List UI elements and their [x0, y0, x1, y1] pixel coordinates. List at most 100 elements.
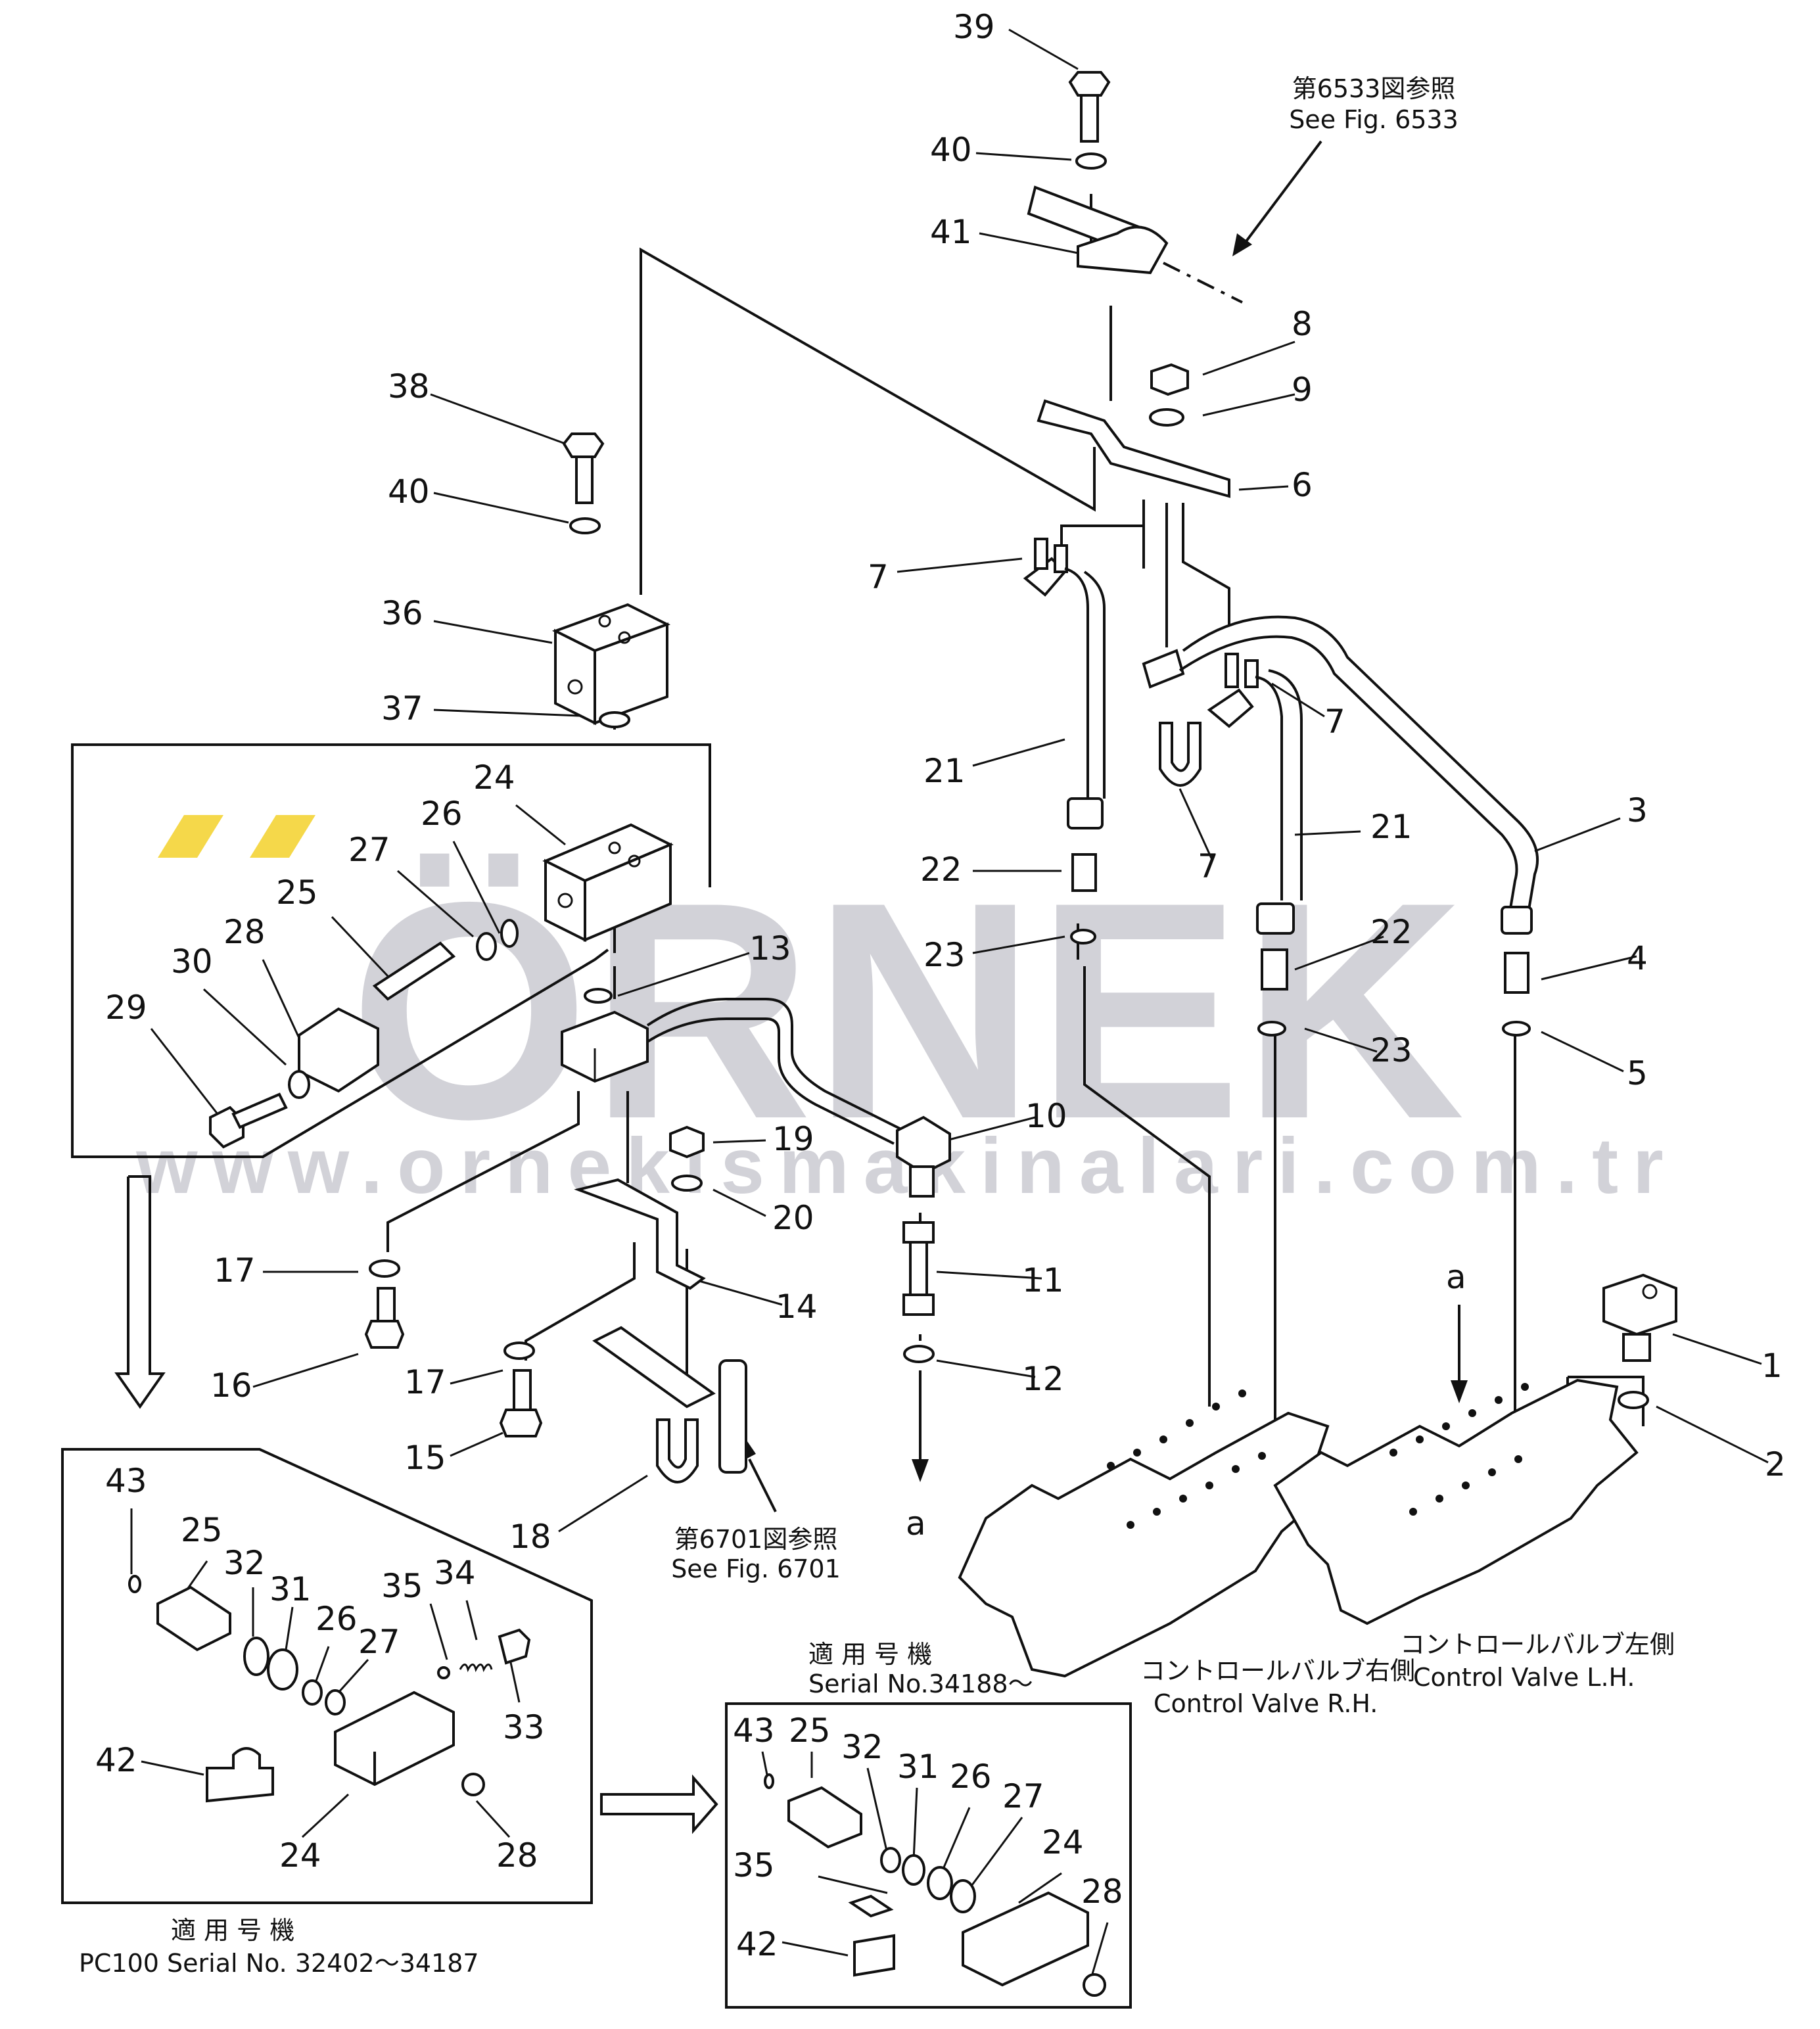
seal-27 — [476, 932, 497, 961]
callout-26-new: 26 — [950, 1758, 992, 1796]
callout-14: 14 — [776, 1288, 818, 1326]
callout-23-right: 23 — [1370, 1031, 1412, 1069]
tube-21-left — [1023, 538, 1106, 945]
callout-17-right: 17 — [404, 1363, 446, 1401]
fitting-7-lower — [1159, 722, 1202, 787]
callout-9: 9 — [1292, 371, 1313, 409]
inset-serial-old — [61, 1448, 593, 1904]
callout-28: 28 — [223, 913, 266, 951]
valve-rh-jp: コントロールバルブ右側 — [1140, 1656, 1415, 1685]
notes: 第6533図参照 See Fig. 6533 第6701図参照 See Fig.… — [79, 74, 1675, 1978]
inset-new-parts — [764, 1773, 1106, 1997]
bolt-15 — [499, 1369, 543, 1437]
oring-13 — [584, 988, 613, 1004]
callout-5: 5 — [1627, 1054, 1648, 1092]
nut-19 — [669, 1125, 705, 1159]
callout-22-left: 22 — [920, 851, 962, 889]
callout-35-old: 35 — [381, 1567, 423, 1605]
marker-a-bottom: a — [906, 1504, 926, 1543]
callout-43-new: 43 — [733, 1712, 775, 1750]
serial-new-en: Serial No.34188～ — [808, 1669, 1033, 1698]
inset-old-parts — [128, 1575, 531, 1803]
callout-24-new: 24 — [1042, 1823, 1084, 1861]
washer-17-right — [503, 1341, 535, 1360]
callout-21-left: 21 — [923, 752, 966, 790]
callout-40-top: 40 — [930, 131, 972, 169]
callout-37: 37 — [381, 689, 423, 728]
callout-7-left: 7 — [868, 558, 889, 596]
callout-25: 25 — [276, 874, 318, 912]
tube-21-right — [1207, 653, 1303, 1037]
serial-old-jp: 適 用 号 機 — [171, 1916, 294, 1945]
bolt-29 — [209, 1092, 288, 1149]
fitting-1 — [1602, 1273, 1677, 1362]
callout-43-old: 43 — [105, 1462, 147, 1500]
callout-6: 6 — [1292, 466, 1313, 504]
callout-35-new: 35 — [733, 1846, 775, 1884]
ref-6701-jp: 第6701図参照 — [674, 1525, 838, 1554]
bracket-6 — [1037, 399, 1230, 498]
callout-15: 15 — [404, 1439, 446, 1477]
callout-21-right: 21 — [1370, 808, 1412, 846]
callout-42-new: 42 — [736, 1925, 778, 1963]
oring-2 — [1618, 1391, 1649, 1409]
oring-37 — [599, 711, 630, 728]
serial-old-en: PC100 Serial No. 32402～34187 — [79, 1949, 479, 1978]
callout-36: 36 — [381, 594, 423, 632]
callout-31-new: 31 — [897, 1748, 939, 1786]
valve-25 — [372, 941, 456, 1001]
washer-9 — [1149, 408, 1184, 427]
bolt-39 — [1068, 71, 1111, 143]
ref-6533-en: See Fig. 6533 — [1289, 105, 1458, 134]
hose-18 — [592, 1326, 747, 1483]
callout-20: 20 — [772, 1199, 814, 1237]
callout-22-right: 22 — [1370, 913, 1412, 951]
callout-labels: 39 40 41 8 9 6 7 7 7 21 21 22 22 23 23 3… — [95, 8, 1786, 1963]
callout-2: 2 — [1765, 1445, 1786, 1483]
marker-a-top: a — [1446, 1258, 1466, 1296]
washer-40 — [569, 517, 601, 534]
callout-38: 38 — [388, 367, 430, 406]
washer-40-top — [1075, 152, 1107, 170]
callout-27-old: 27 — [358, 1623, 400, 1661]
serial-new-jp: 適 用 号 機 — [808, 1640, 932, 1669]
callout-31-old: 31 — [269, 1570, 312, 1608]
callout-32-old: 32 — [223, 1544, 266, 1582]
callout-18: 18 — [509, 1518, 551, 1556]
callout-7-lower: 7 — [1198, 847, 1219, 885]
pipe-10 — [561, 998, 951, 1198]
washer-20 — [671, 1175, 703, 1192]
callout-1: 1 — [1762, 1347, 1783, 1385]
callout-27: 27 — [348, 831, 390, 869]
callout-40: 40 — [388, 473, 430, 511]
callout-17-left: 17 — [214, 1251, 256, 1290]
callout-24: 24 — [473, 758, 515, 797]
callout-33-old: 33 — [503, 1708, 545, 1746]
callout-28-new: 28 — [1081, 1873, 1123, 1911]
callout-11: 11 — [1022, 1261, 1064, 1299]
block-24 — [542, 823, 674, 943]
callout-39: 39 — [953, 8, 995, 46]
callout-13: 13 — [749, 929, 791, 968]
oring-26 — [500, 919, 519, 948]
clamp-41 — [1027, 185, 1243, 304]
callout-23-left: 23 — [923, 936, 966, 974]
nut-8 — [1150, 363, 1189, 396]
valve-rh-en: Control Valve R.H. — [1154, 1689, 1378, 1718]
callout-28-old: 28 — [496, 1836, 538, 1875]
valve-lh-jp: コントロールバルブ左側 — [1400, 1630, 1675, 1659]
callout-32-new: 32 — [841, 1728, 883, 1766]
callout-3: 3 — [1627, 791, 1648, 829]
callout-41: 41 — [930, 213, 972, 251]
callout-7-right: 7 — [1324, 703, 1345, 741]
callout-24-old: 24 — [279, 1836, 321, 1875]
callout-16: 16 — [210, 1366, 252, 1405]
callout-34-old: 34 — [434, 1554, 476, 1592]
callout-30: 30 — [171, 943, 213, 981]
washer-17-left — [369, 1259, 400, 1278]
callout-26-old: 26 — [315, 1600, 358, 1638]
callout-12: 12 — [1022, 1360, 1064, 1398]
callout-10: 10 — [1025, 1097, 1067, 1135]
callout-19: 19 — [772, 1120, 814, 1158]
